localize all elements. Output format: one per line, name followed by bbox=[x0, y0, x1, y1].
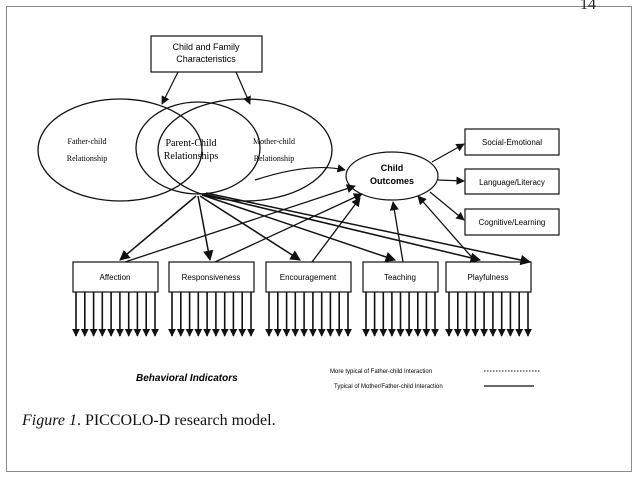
arrow-to-encouragement bbox=[199, 195, 301, 261]
outcome-label: Language/Literacy bbox=[479, 178, 545, 187]
outcome-box-cognitive-learning: Cognitive/Learning bbox=[464, 208, 560, 236]
arrow-to-responsiveness bbox=[197, 195, 214, 262]
arrow-outcomes-to-cognitive bbox=[429, 191, 465, 221]
arrow-to-playfulness bbox=[203, 193, 482, 263]
father-child-ellipse bbox=[37, 98, 203, 202]
domain-label: Affection bbox=[100, 273, 131, 282]
top-box-line2: Characteristics bbox=[176, 54, 236, 64]
mother-label-line2: Relationship bbox=[254, 154, 294, 163]
mother-label-line1: Mother-child bbox=[253, 137, 295, 146]
outcome-box-social-emotional: Social-Emotional bbox=[464, 128, 560, 156]
caption-label: Figure 1 bbox=[22, 412, 77, 429]
figure-caption: Figure 1. PICCOLO-D research model. bbox=[22, 412, 276, 430]
parent-label-line2: Relationships bbox=[164, 151, 219, 162]
caption-text: . PICCOLO-D research model. bbox=[76, 412, 276, 429]
arrow-responsiveness-to-outcomes bbox=[214, 193, 363, 263]
domain-label: Playfulness bbox=[468, 273, 509, 282]
page-number: 14 bbox=[580, 0, 596, 13]
behavioral-indicator-arrows bbox=[72, 292, 532, 337]
child-outcomes-line1: Child bbox=[381, 163, 404, 173]
domain-box-encouragement: Encouragement bbox=[265, 261, 352, 293]
domain-box-affection: Affection bbox=[72, 261, 159, 293]
child-outcomes-line2: Outcomes bbox=[370, 176, 414, 186]
outcome-box-language-literacy: Language/Literacy bbox=[464, 168, 560, 195]
arrow-teaching-to-outcomes bbox=[389, 201, 404, 263]
child-outcomes-ellipse: Child Outcomes bbox=[345, 151, 439, 201]
legend: More typical of Father-child Interaction… bbox=[330, 369, 540, 390]
arrow-to-affection bbox=[119, 195, 197, 261]
arrow-to-playfulness-right bbox=[205, 192, 532, 266]
mother-child-ellipse bbox=[157, 98, 333, 202]
parent-label-line1: Parent-Child bbox=[165, 138, 216, 149]
arrow-relationship-to-outcomes bbox=[254, 164, 346, 181]
top-box-line1: Child and Family bbox=[172, 42, 240, 52]
father-label-line2: Relationship bbox=[67, 154, 107, 163]
arrow-outcomes-to-social bbox=[431, 143, 465, 163]
arrow-playfulness-to-outcomes bbox=[417, 195, 477, 263]
arrow-to-teaching bbox=[201, 194, 396, 262]
behavioral-indicators-label: Behavioral Indicators bbox=[136, 373, 238, 384]
domain-label: Encouragement bbox=[280, 273, 337, 282]
domain-box-playfulness: Playfulness bbox=[445, 261, 532, 293]
arrow-outcomes-to-language bbox=[437, 176, 465, 185]
parent-child-ellipse bbox=[135, 101, 261, 195]
domain-to-outcomes-arrows bbox=[124, 184, 477, 263]
figure-frame bbox=[6, 6, 632, 472]
legend-dotted-label: More typical of Father-child Interaction bbox=[330, 369, 432, 375]
domain-label: Responsiveness bbox=[182, 273, 241, 282]
father-label-line1: Father-child bbox=[68, 137, 107, 146]
relationship-to-domain-arrows bbox=[119, 192, 532, 266]
outcome-label: Social-Emotional bbox=[482, 138, 542, 147]
arrow-encouragement-to-outcomes bbox=[311, 197, 361, 263]
domain-label: Teaching bbox=[384, 273, 416, 282]
legend-solid-label: Typical of Mother/Father-child Interacti… bbox=[334, 384, 443, 390]
outcome-label: Cognitive/Learning bbox=[479, 218, 546, 227]
arrow-affection-to-outcomes bbox=[124, 184, 356, 263]
child-family-characteristics-box: Child and Family Characteristics bbox=[150, 35, 263, 73]
arrow-top-to-father bbox=[161, 71, 179, 105]
domain-box-responsiveness: Responsiveness bbox=[168, 261, 255, 293]
domain-box-teaching: Teaching bbox=[362, 261, 439, 293]
